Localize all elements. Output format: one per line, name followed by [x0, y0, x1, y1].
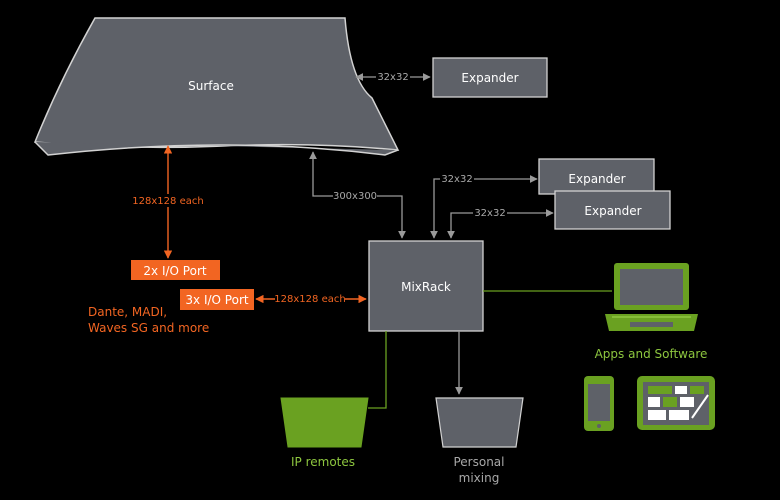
expander-top-box[interactable] — [432, 57, 548, 98]
io-port-2x-label: 2x I/O Port — [143, 264, 206, 278]
formats-note-line1: Dante, MADI, — [88, 305, 167, 319]
link-mixrack-expander-1 — [430, 175, 538, 239]
ip-remotes-label: IP remotes — [291, 455, 355, 469]
link-mixrack-expander-1-label-bg — [440, 172, 474, 185]
mixrack-box[interactable] — [368, 240, 484, 332]
link-mixrack-ip-remotes — [368, 331, 387, 409]
link-surface-expander-label: 32x32 — [377, 72, 408, 83]
link-surface-ioport-label: 128x128 each — [132, 196, 203, 207]
tablet-icon — [637, 376, 715, 430]
laptop-icon — [605, 263, 698, 331]
link-mixrack-expander-2 — [447, 209, 554, 239]
personal-mixing-label-1: Personal — [453, 455, 504, 469]
expander-low-label: Expander — [584, 204, 641, 218]
expander-mid-label: Expander — [568, 172, 625, 186]
link-mixrack-expander-1-label: 32x32 — [441, 174, 472, 185]
apps-software-label: Apps and Software — [595, 347, 708, 361]
link-ioport-mixrack-label: 128x128 each — [274, 294, 345, 305]
personal-mixing-label-2: mixing — [459, 471, 500, 485]
personal-mixing-shape[interactable] — [435, 397, 524, 448]
io-port-3x-box[interactable] — [180, 289, 254, 310]
io-port-3x-label: 3x I/O Port — [185, 293, 248, 307]
formats-note-line2: Waves SG and more — [88, 321, 209, 335]
link-mixrack-expander-2-label-bg — [473, 206, 507, 219]
mixrack-label: MixRack — [401, 280, 451, 294]
link-surface-mixrack-label-bg — [333, 189, 377, 202]
link-surface-ioport-label-bg — [133, 194, 203, 207]
link-surface-mixrack-label: 300x300 — [333, 191, 377, 202]
surface-label: Surface — [188, 79, 234, 93]
link-mixrack-expander-2-label: 32x32 — [474, 208, 505, 219]
expander-top-label: Expander — [461, 71, 518, 85]
expander-low-box[interactable] — [554, 190, 671, 230]
io-port-2x-box[interactable] — [131, 260, 220, 280]
phone-icon — [584, 376, 614, 431]
link-surface-expander-label-bg — [376, 70, 410, 83]
ip-remotes-shape[interactable] — [280, 397, 369, 448]
link-ioport-mixrack-label-bg — [275, 292, 345, 305]
